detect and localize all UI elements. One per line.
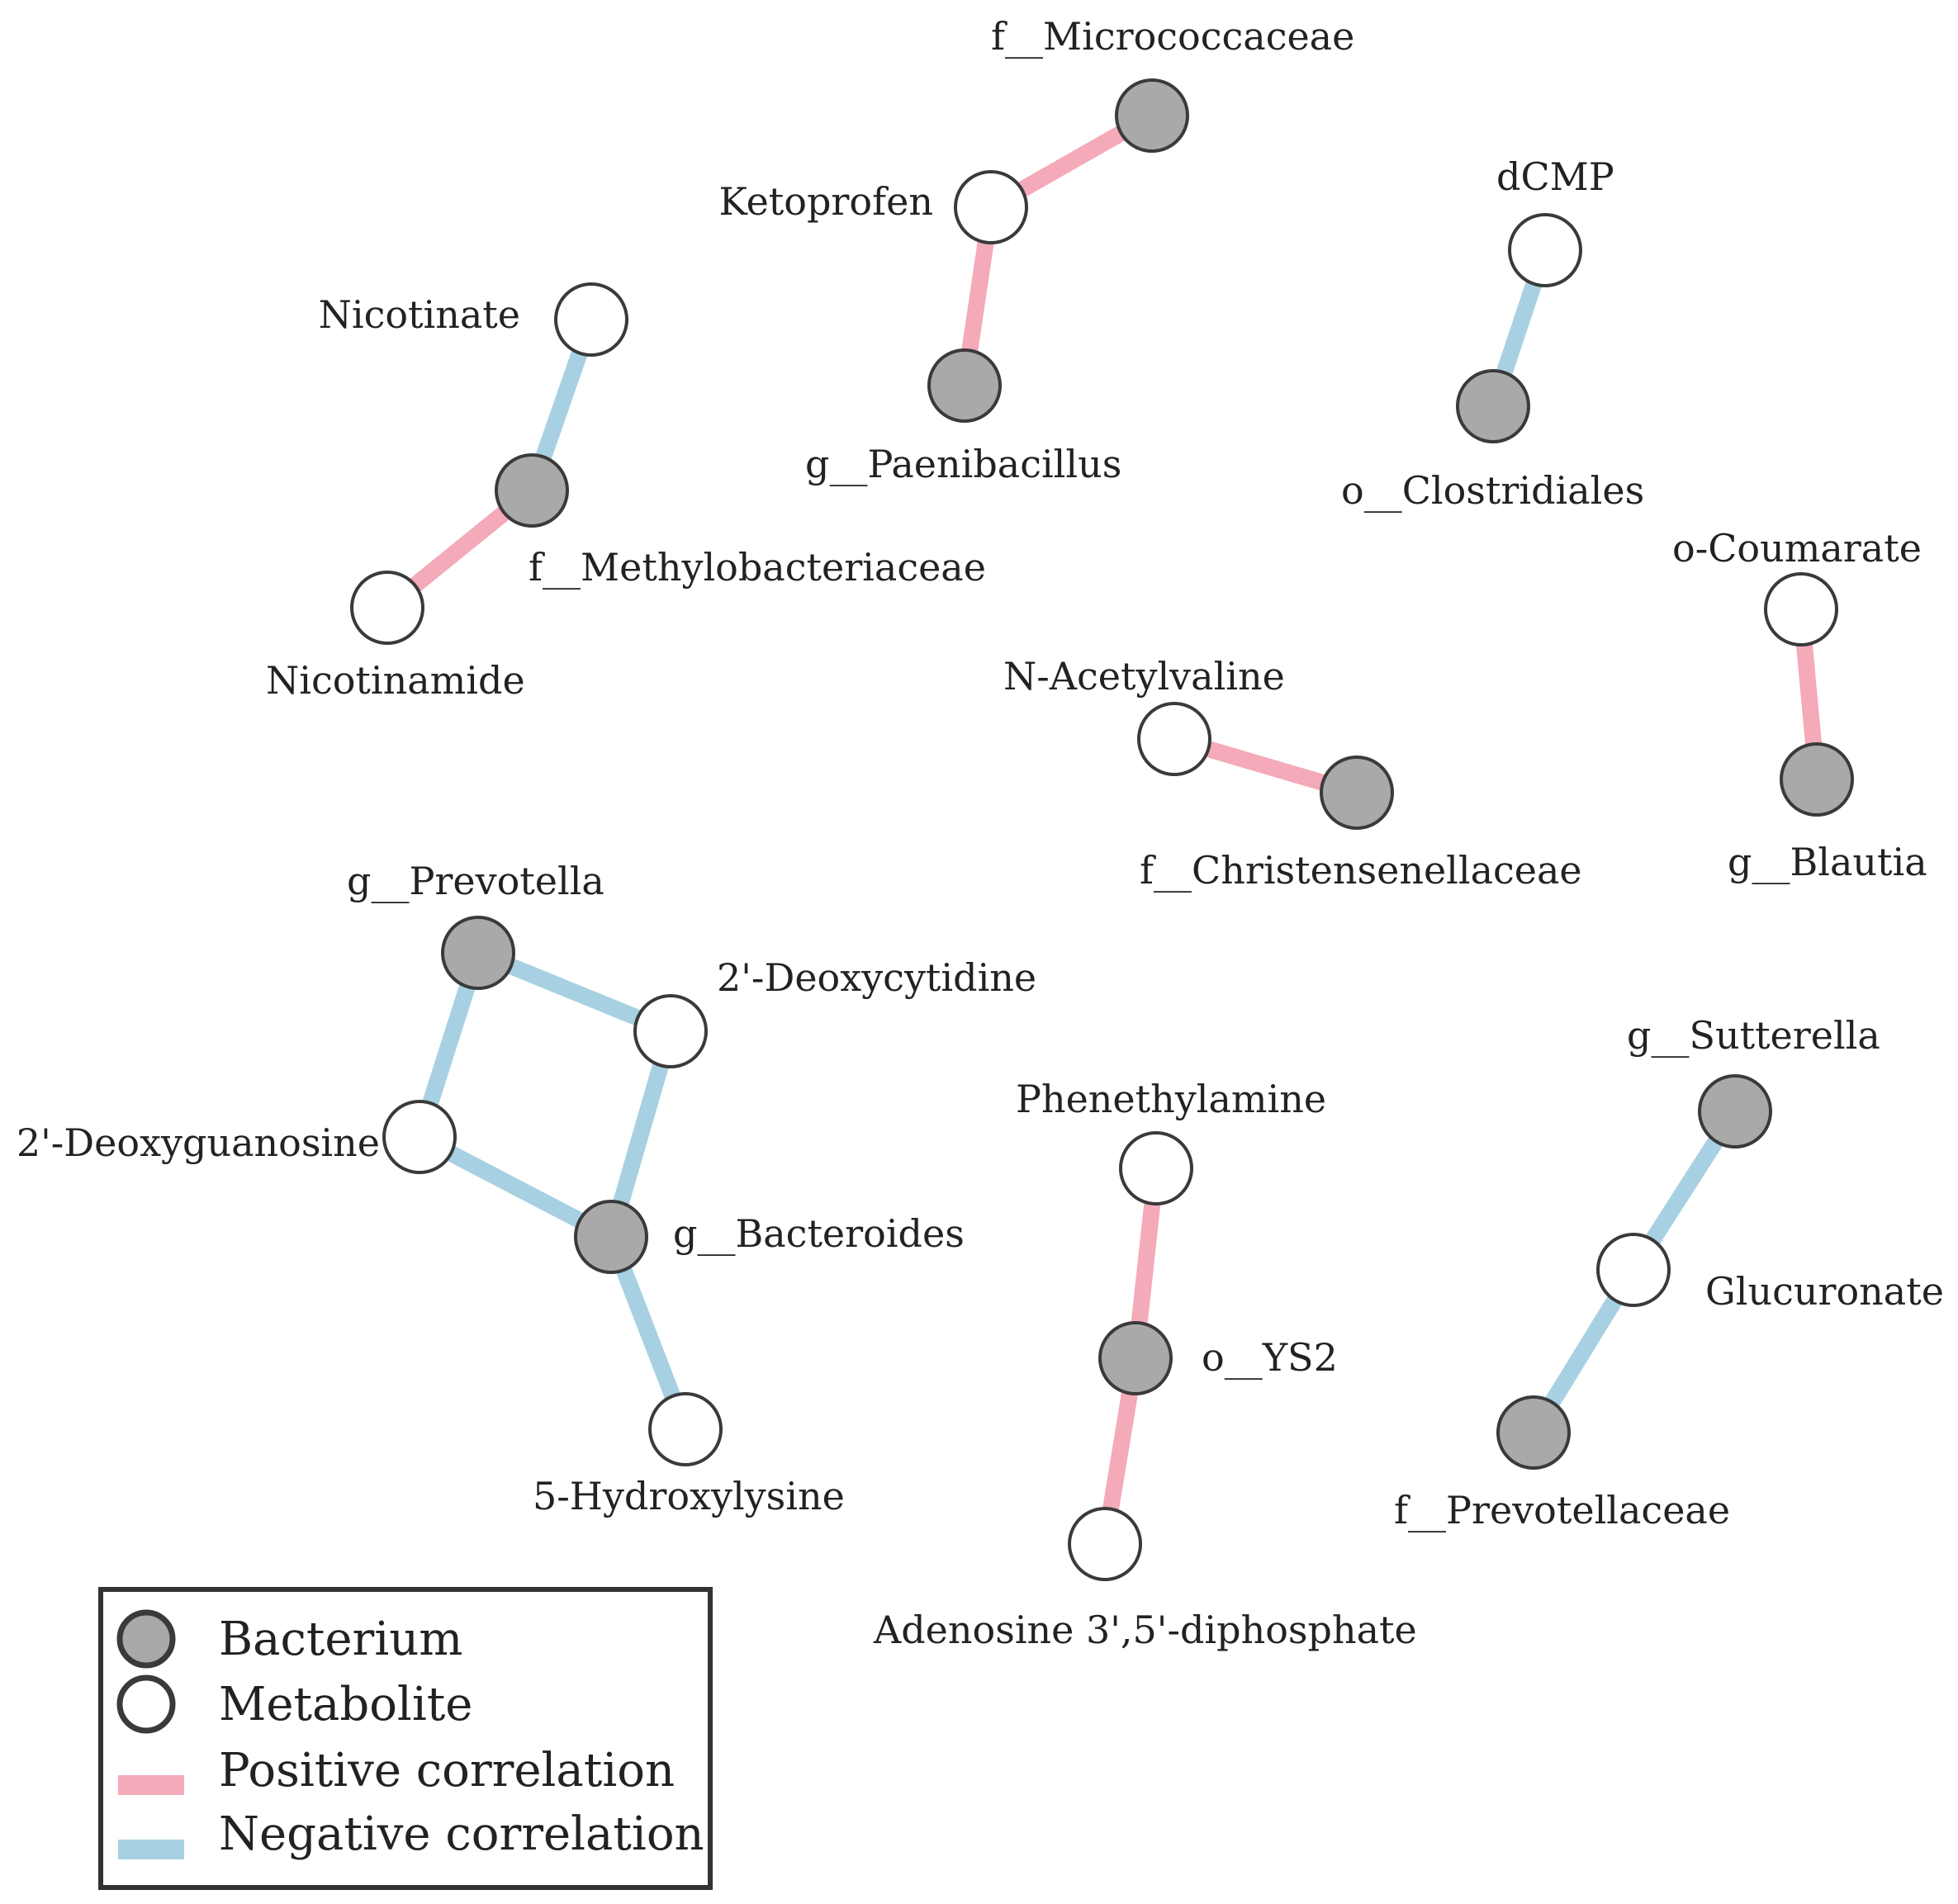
node-clostridiales (1456, 369, 1530, 443)
node-label-bacteroides: g__Bacteroides (673, 1211, 965, 1256)
node-nacetylvaline (1137, 702, 1211, 776)
node-label-nicotinamide: Nicotinamide (266, 658, 525, 703)
node-label-adenosine: Adenosine 3',5'-diphosphate (873, 1608, 1417, 1652)
node-label-deoxycytidine: 2'-Deoxycytidine (717, 955, 1036, 1000)
node-ketoprofen (954, 170, 1028, 244)
node-label-christensenellaceae: f__Christensenellaceae (1140, 848, 1582, 893)
node-prevotella (441, 916, 515, 990)
legend-metabolite-symbol (116, 1674, 176, 1734)
node-methylobacteriaceae (495, 453, 569, 528)
node-label-phenethylamine: Phenethylamine (1016, 1077, 1326, 1121)
node-micrococcaceae (1115, 78, 1189, 153)
node-label-clostridiales: o__Clostridiales (1341, 468, 1644, 513)
node-label-ys2: o__YS2 (1202, 1335, 1338, 1380)
node-prevotellaceae (1496, 1395, 1571, 1470)
node-dcmp (1508, 213, 1582, 287)
node-blautia (1780, 742, 1854, 817)
legend-metabolite-label: Metabolite (219, 1678, 472, 1731)
node-label-prevotella: g__Prevotella (347, 859, 604, 903)
node-nicotinate (554, 282, 628, 357)
node-paenibacillus (927, 348, 1002, 423)
legend-negative-label: Negative correlation (219, 1807, 704, 1861)
legend-positive-label: Positive correlation (219, 1744, 675, 1797)
node-hydroxylysine (648, 1392, 723, 1466)
node-label-nacetylvaline: N-Acetylvaline (1003, 654, 1285, 699)
node-label-hydroxylysine: 5-Hydroxylysine (533, 1474, 845, 1518)
node-glucuronate (1596, 1233, 1671, 1307)
node-nicotinamide (350, 571, 424, 645)
node-adenosine (1068, 1507, 1142, 1581)
legend-box (98, 1587, 713, 1890)
node-deoxycytidine (633, 994, 708, 1068)
node-label-dcmp: dCMP (1496, 154, 1614, 199)
node-sutterella (1698, 1074, 1772, 1149)
node-bacteroides (574, 1200, 648, 1274)
node-label-deoxyguanosine: 2'-Deoxyguanosine (17, 1120, 380, 1165)
node-label-ketoprofen: Ketoprofen (718, 179, 933, 224)
node-label-glucuronate: Glucuronate (1705, 1269, 1944, 1314)
legend-bacterium-label: Bacterium (219, 1613, 462, 1666)
node-label-paenibacillus: g__Paenibacillus (805, 442, 1121, 486)
node-label-sutterella: g__Sutterella (1627, 1013, 1880, 1058)
node-label-nicotinate: Nicotinate (319, 292, 520, 337)
node-deoxyguanosine (382, 1100, 457, 1174)
legend: Bacterium Metabolite Positive correlatio… (98, 1587, 713, 1890)
node-label-prevotellaceae: f__Prevotellaceae (1394, 1488, 1730, 1532)
node-label-ocoumarate: o-Coumarate (1672, 526, 1922, 571)
node-ocoumarate (1764, 572, 1838, 647)
node-ys2 (1098, 1321, 1173, 1395)
node-phenethylamine (1119, 1131, 1193, 1205)
node-christensenellaceae (1320, 755, 1394, 830)
node-label-methylobacteriaceae: f__Methylobacteriaceae (529, 545, 986, 590)
node-label-blautia: g__Blautia (1728, 840, 1927, 884)
legend-bacterium-symbol (116, 1609, 176, 1669)
nodes-layer (350, 78, 1854, 1581)
node-label-micrococcaceae: f__Micrococcaceae (991, 14, 1354, 59)
